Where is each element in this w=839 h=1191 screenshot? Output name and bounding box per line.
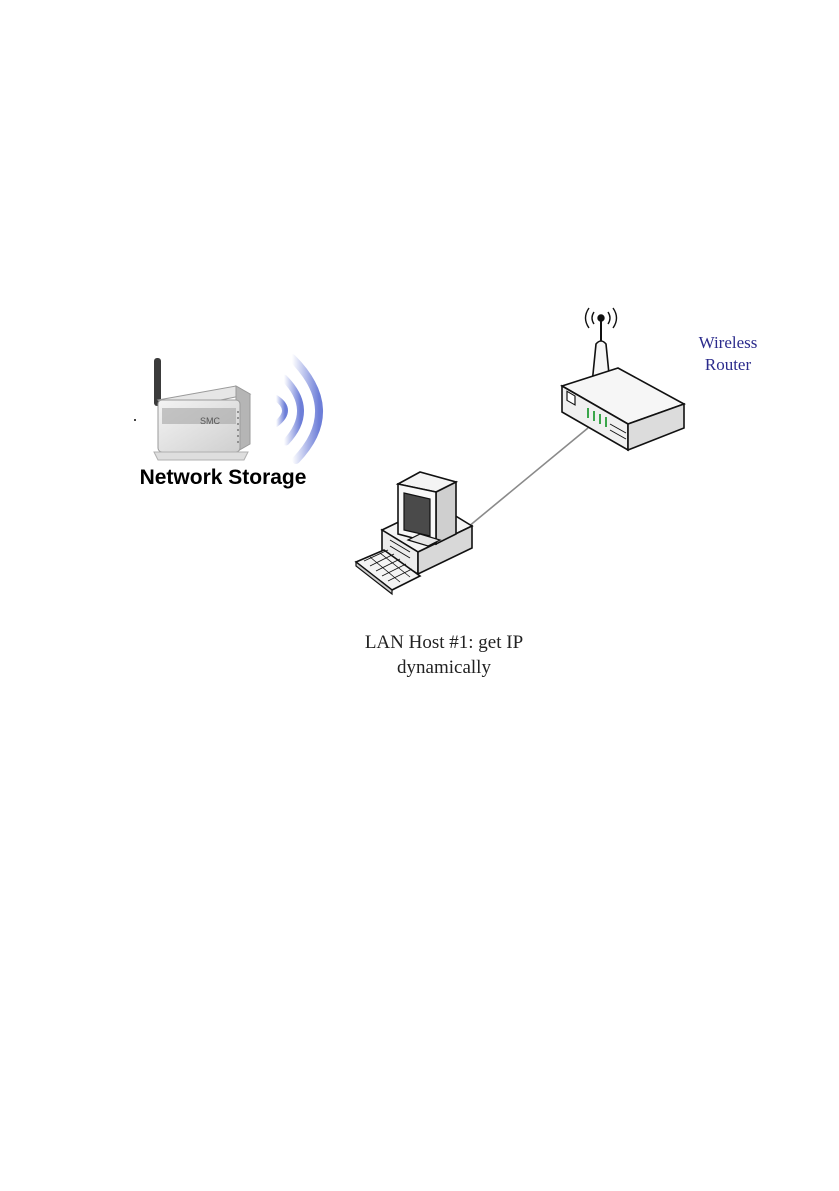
svg-text:SMC: SMC	[200, 416, 221, 426]
router-label-line-2: Router	[686, 354, 770, 376]
wireless-signal-icon	[276, 358, 319, 460]
desktop-computer-icon	[356, 472, 472, 594]
wireless-router-label: Wireless Router	[686, 332, 770, 376]
host-label-line-1: LAN Host #1: get IP	[330, 630, 558, 655]
network-storage-label: Network Storage	[118, 466, 328, 490]
lan-host-label: LAN Host #1: get IP dynamically	[330, 630, 558, 680]
network-storage-device-icon: SMC	[134, 358, 250, 460]
host-label-line-2: dynamically	[330, 655, 558, 680]
router-label-line-1: Wireless	[686, 332, 770, 354]
ethernet-cable-line	[468, 428, 588, 527]
wireless-router-icon	[562, 308, 684, 450]
